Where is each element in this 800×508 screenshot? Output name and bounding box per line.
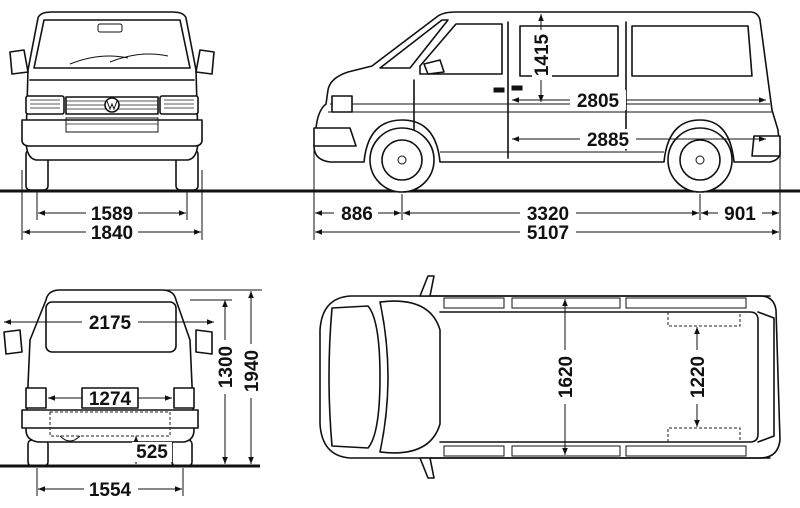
- wheelhouse-width-label: 1220: [688, 356, 709, 398]
- overall-height-label: 1940: [242, 350, 263, 392]
- window-height-label: 1415: [532, 33, 553, 76]
- wheelbase-label: 3320: [527, 204, 569, 225]
- top-view: [319, 275, 781, 479]
- rear-view: [3, 289, 213, 467]
- rear-track-label: 1554: [89, 480, 132, 501]
- rear-load-height-label: 1300: [216, 346, 237, 388]
- step-height-label: 525: [136, 442, 168, 463]
- front-view: [9, 11, 215, 191]
- rear-width-top-label: 2175: [89, 313, 132, 334]
- overall-length-label: 5107: [527, 223, 569, 244]
- front-track-label: 1589: [91, 204, 133, 225]
- rear-overhang-label: 901: [724, 204, 756, 225]
- side-view: [313, 11, 781, 193]
- rear-opening-width-label: 1274: [89, 389, 132, 410]
- load-length-upper-label: 2805: [577, 91, 620, 112]
- front-overhang-label: 886: [341, 204, 373, 225]
- front-width-label: 1840: [91, 223, 133, 244]
- interior-width-label: 1620: [556, 356, 577, 398]
- load-length-lower-label: 2885: [587, 130, 630, 151]
